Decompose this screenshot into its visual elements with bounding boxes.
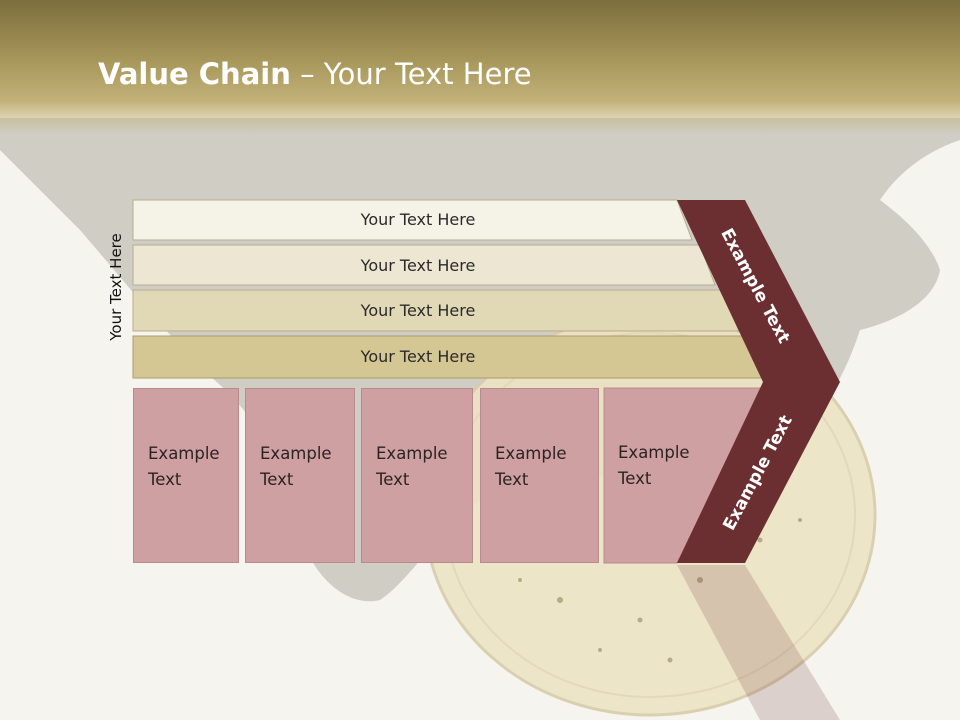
- column-4-line1: Example: [495, 444, 567, 463]
- column-4-line2: Text: [495, 470, 529, 489]
- support-row-1: Your Text Here: [133, 200, 693, 240]
- support-row-2-shape: [132, 244, 716, 286]
- primary-column-1: Example Text: [133, 388, 239, 563]
- title-bold: Value Chain: [98, 57, 291, 91]
- column-2-line2: Text: [260, 470, 294, 489]
- column-2-line1: Example: [260, 444, 332, 463]
- support-row-4-text: Your Text Here: [360, 347, 476, 366]
- support-row-3-text: Your Text Here: [360, 301, 476, 320]
- primary-column-4: Example Text: [480, 388, 599, 563]
- support-row-3: Your Text Here: [133, 291, 733, 331]
- column-1-line2: Text: [148, 470, 182, 489]
- primary-column-3: Example Text: [361, 388, 473, 563]
- primary-column-2: Example Text: [245, 388, 355, 563]
- column-5-line2: Text: [618, 469, 652, 488]
- column-1-line1: Example: [148, 444, 220, 463]
- column-3-line1: Example: [376, 444, 448, 463]
- header-band: [0, 0, 960, 135]
- margin-chevron-reflection: [677, 565, 840, 720]
- support-row-2: Your Text Here: [133, 246, 713, 286]
- support-row-4: Your Text Here: [133, 337, 753, 377]
- support-row-1-shape: [132, 199, 693, 241]
- columns-reflection: Example Text Example Text Example Text E…: [0, 566, 960, 720]
- support-row-2-text: Your Text Here: [360, 256, 476, 275]
- column-3-line2: Text: [376, 470, 410, 489]
- margin-chevron: [677, 200, 840, 563]
- support-row-1-text: Your Text Here: [360, 210, 476, 229]
- primary-column-5: Example Text: [604, 388, 690, 563]
- slide-title: Value Chain – Your Text Here: [98, 52, 532, 96]
- title-rest: – Your Text Here: [290, 57, 532, 91]
- column-5-line1: Example: [618, 443, 690, 462]
